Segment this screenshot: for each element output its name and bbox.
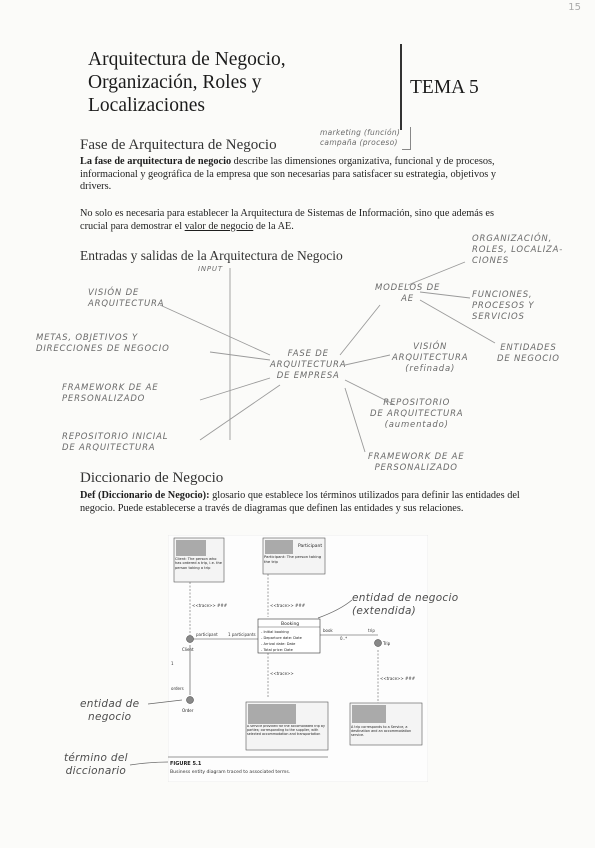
title-line-3: Localizaciones <box>88 95 205 116</box>
section-heading-entradas: Entradas y salidas de la Arquitectura de… <box>80 248 343 263</box>
label-orders: orders <box>171 686 184 691</box>
def-label: Def (Diccionario de Negocio): <box>80 490 210 501</box>
title-line-2: Organización, Roles y <box>88 72 262 93</box>
paragraph-value: No solo es necesaria para establecer la … <box>80 208 510 233</box>
booking-field-4: - Total price: Date <box>261 648 294 652</box>
output-vision: VISIÓN ARQUITECTURA (refinada) <box>392 342 469 374</box>
def-text: glosario que establece los términos util… <box>80 490 520 514</box>
label-trace-trip: <<trace>> ### <box>380 676 416 681</box>
line-entidades <box>419 299 496 344</box>
output-funciones: FUNCIONES, PROCESOS Y SERVICIOS <box>472 290 535 322</box>
input-metas: METAS, OBJETIVOS Y DIRECCIONES DE NEGOCI… <box>36 333 170 354</box>
service-note-thumb <box>248 704 296 724</box>
handwritten-margin-note: marketing (función) campaña (proceso) <box>320 128 401 147</box>
label-one: 1 <box>171 661 174 666</box>
line-framework-in <box>199 377 271 401</box>
participant-note-title: Participant <box>298 543 322 549</box>
label-many: 0..* <box>340 636 347 641</box>
para2-start: No solo es necesaria para establecer la … <box>80 208 495 232</box>
arrow-termino <box>129 761 169 766</box>
output-entidades: ENTIDADES DE NEGOCIO <box>497 343 560 364</box>
label-participants: 1 participants <box>228 632 256 637</box>
margin-bracket <box>402 127 411 150</box>
note-termino: término del diccionario <box>64 752 128 777</box>
label-trace-service: <<trace>> <box>270 671 294 676</box>
tema-label: TEMA 5 <box>410 77 479 98</box>
client-note-text: Client: The person who has ordered a tri… <box>175 557 222 570</box>
participant-note-thumb <box>265 540 293 554</box>
title-divider <box>400 44 402 130</box>
label-trip-assoc: trip <box>368 628 375 633</box>
modelos-ae: MODELOS DE AE <box>375 283 441 304</box>
line-metas <box>209 351 271 361</box>
output-organizacion: ORGANIZACIÓN, ROLES, LOCALIZA- CIONES <box>472 234 564 266</box>
participant-note-text: Participant: The person taking the trip <box>264 555 322 564</box>
arrow-entidad-extendida <box>317 599 353 619</box>
order-entity-label: Order <box>182 708 194 713</box>
trip-entity-label: Trip <box>382 641 391 646</box>
note-entidad: entidad de negocio <box>80 698 140 723</box>
line-modelos <box>339 304 381 356</box>
order-entity-icon <box>186 696 194 704</box>
note-entidad-extendida: entidad de negocio (extendida) <box>352 592 459 617</box>
line-vision-out <box>344 354 391 366</box>
client-note-thumb <box>176 540 206 556</box>
trip-note-thumb <box>352 705 386 723</box>
booking-title: Booking <box>281 621 299 627</box>
booking-field-3: - Arrival date: Date <box>261 642 296 646</box>
service-note-text: A service provided for the accomodated t… <box>247 725 325 736</box>
title-line-1: Arquitectura de Negocio, <box>88 49 286 70</box>
paragraph-definition: La fase de arquitectura de negocio descr… <box>80 156 510 194</box>
input-framework: FRAMEWORK DE AE PERSONALIZADO <box>62 383 159 404</box>
trip-note-text: A trip corresponds to a Service, a desti… <box>351 725 412 737</box>
line-repositorio-in <box>199 384 281 441</box>
page-number: 15 <box>568 2 581 13</box>
para2-end: de la AE. <box>253 220 294 232</box>
label-trace-client: <<trace>> ### <box>192 603 228 608</box>
arrow-entidad <box>147 699 183 705</box>
output-repositorio: REPOSITORIO DE ARQUITECTURA (aumentado) <box>370 398 464 430</box>
line-repositorio-out <box>344 379 396 406</box>
caption-text: Business entity diagram traced to associ… <box>170 769 290 775</box>
para1-text: describe las dimensiones organizativa, f… <box>80 156 496 193</box>
input-repositorio: REPOSITORIO INICIAL DE ARQUITECTURA <box>62 432 169 453</box>
client-entity-label: Client <box>182 647 194 652</box>
line-funciones <box>419 291 471 299</box>
business-entity-diagram: Client: The person who has ordered a tri… <box>168 535 428 782</box>
input-vision: VISIÓN DE ARQUITECTURA <box>88 288 165 309</box>
output-framework: FRAMEWORK DE AE PERSONALIZADO <box>368 452 465 473</box>
paragraph-def-diccionario: Def (Diccionario de Negocio): glosario q… <box>80 490 520 515</box>
label-book: book <box>323 628 333 633</box>
booking-field-2: - Departure date: Date <box>261 636 303 640</box>
section-heading-diccionario: Diccionario de Negocio <box>80 470 224 486</box>
section-heading-fase: Fase de Arquitectura de Negocio <box>80 137 277 153</box>
line-framework-out <box>344 387 366 453</box>
para2-underlined: valor de negocio <box>184 220 254 232</box>
line-organizacion <box>407 261 466 286</box>
client-entity-icon <box>186 635 194 643</box>
caption-title: FIGURE 5.1 <box>170 761 202 767</box>
para1-bold-lead: La <box>80 156 95 167</box>
line-vision <box>159 304 271 356</box>
page-title: Arquitectura de Negocio, Organización, R… <box>88 48 388 117</box>
booking-box <box>257 618 321 654</box>
label-participant: participant <box>196 632 218 637</box>
trip-entity-icon <box>374 639 382 647</box>
label-trace-participant: <<trace>> ### <box>270 603 306 608</box>
para1-bold-term: fase de arquitectura de negocio <box>94 156 232 167</box>
booking-field-1: - Initial booking <box>261 630 289 634</box>
center-fase-arquitectura: FASE DE ARQUITECTURA DE EMPRESA <box>270 349 347 381</box>
input-label: INPUT <box>198 265 223 273</box>
